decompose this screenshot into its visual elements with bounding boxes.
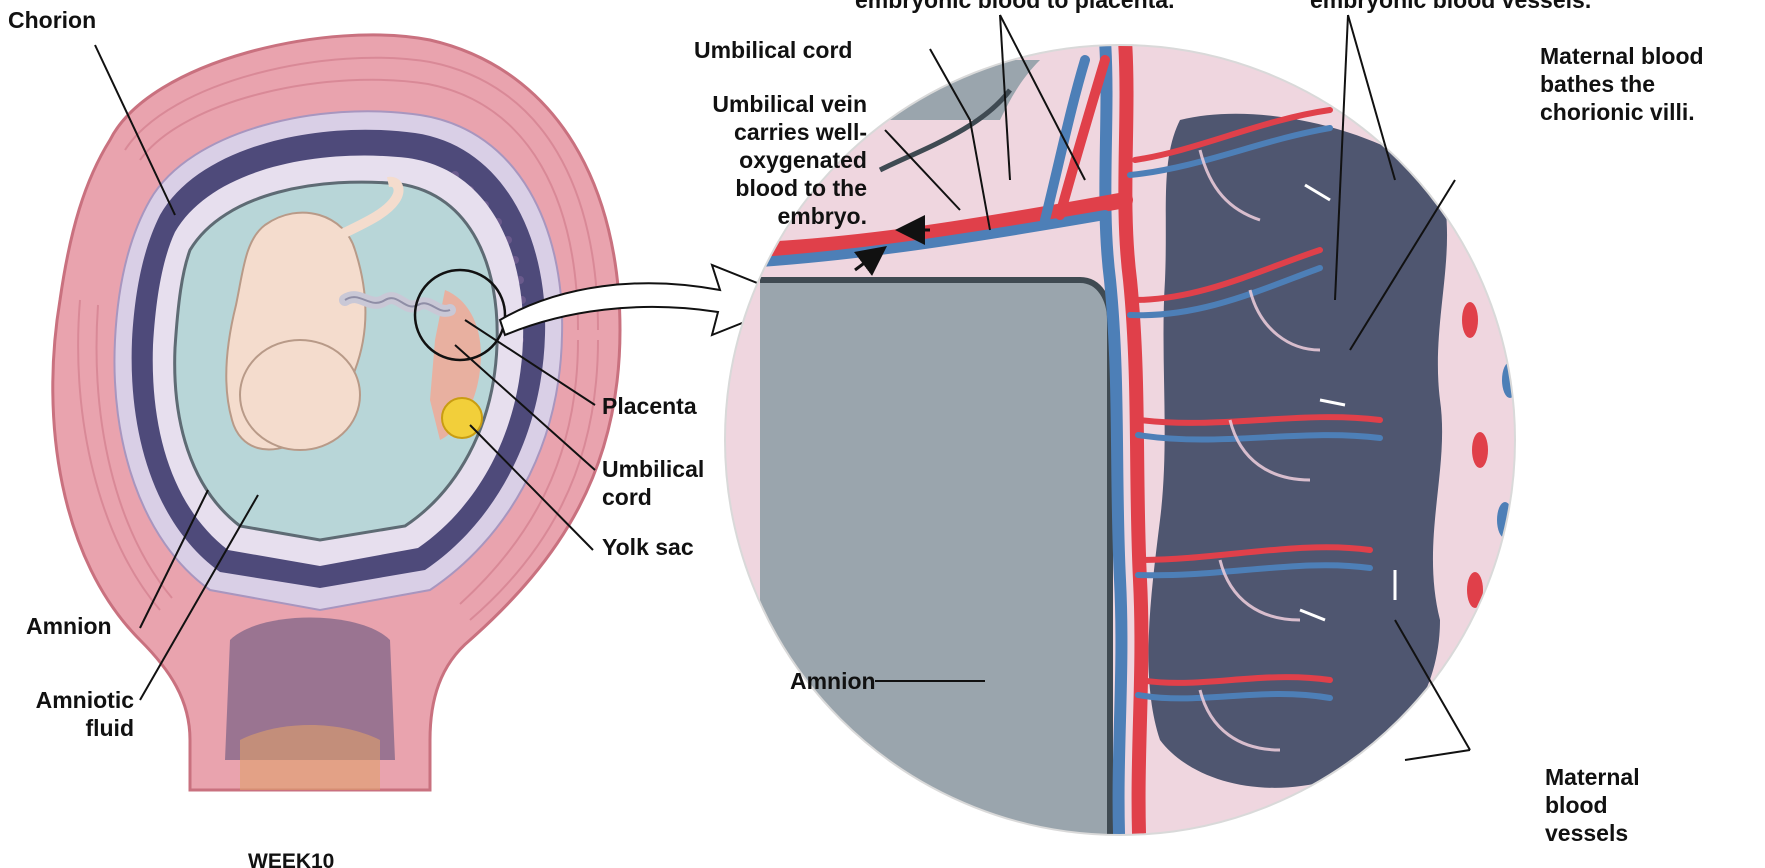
label-placenta: Placenta [602,392,697,420]
label-maternal-blood-vessels: Maternal blood vessels [1545,763,1640,847]
label-amnion-left: Amnion [26,612,112,640]
label-umbilical-vein: Umbilical vein carries well- oxygenated … [632,90,867,230]
label-umbilical-cord-right: Umbilical cord [694,36,852,64]
caption-week10: WEEK10 [248,848,334,868]
label-yolk-sac: Yolk sac [602,533,694,561]
label-maternal-blood: Maternal blood bathes the chorionic vill… [1540,42,1704,126]
label-chorion: Chorion [8,6,96,34]
label-amniotic-fluid: Amniotic fluid [14,686,134,742]
label-amnion-right: Amnion [790,667,876,695]
uterus-illustration [53,35,620,790]
label-top-partial-left: embryonic blood to placenta. [855,0,1174,14]
label-umbilical-cord-left: Umbilical cord [602,455,704,511]
label-top-partial-right: embryonic blood vessels. [1310,0,1591,14]
